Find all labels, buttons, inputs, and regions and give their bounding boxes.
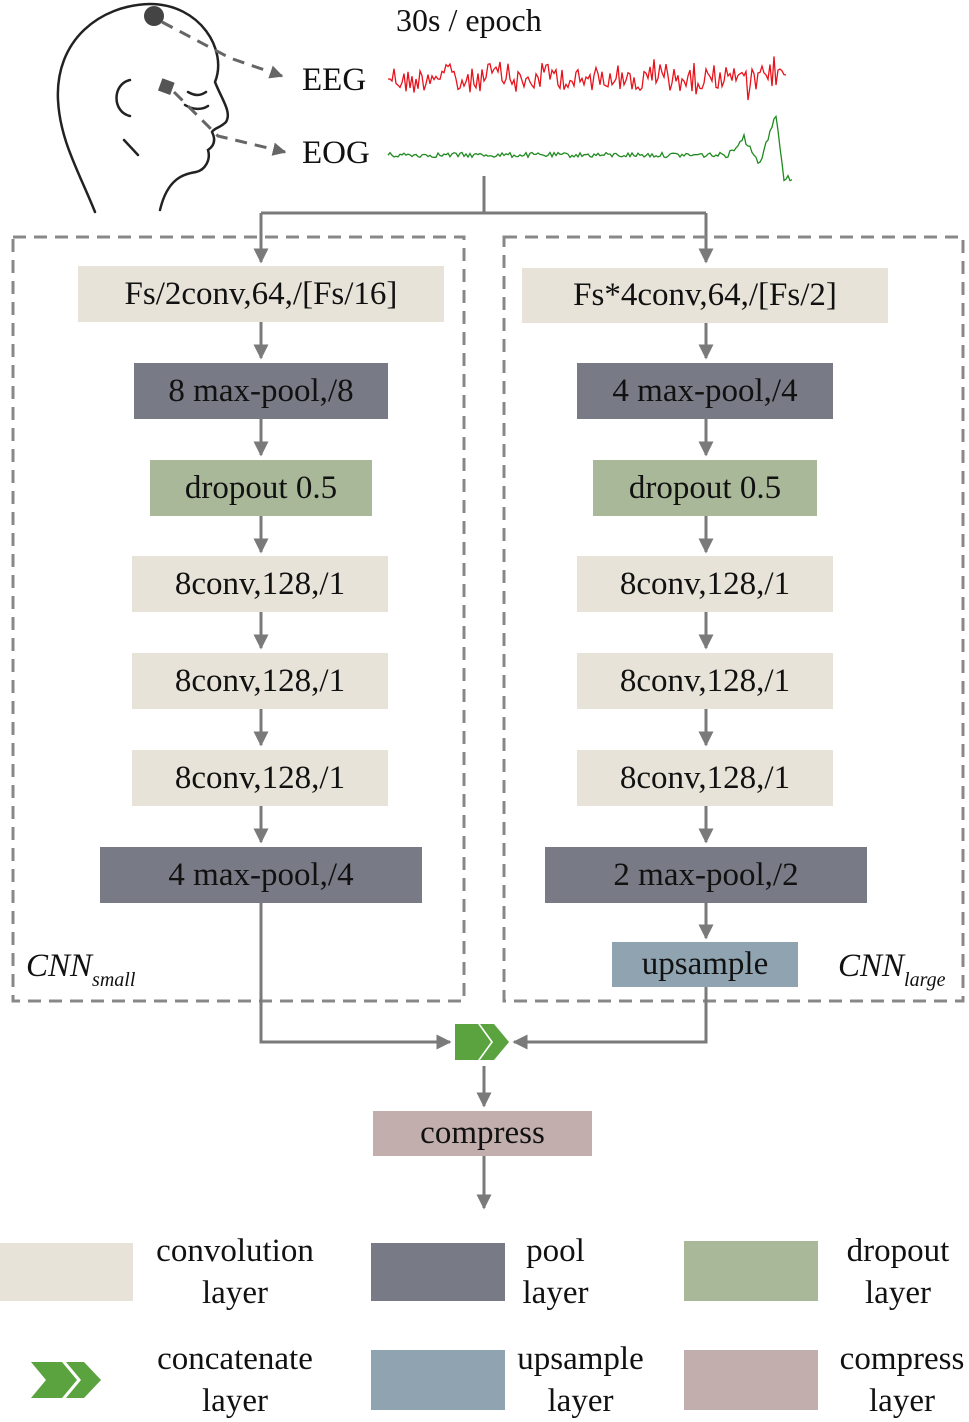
eeg-signal-trace [388,56,787,101]
concatenate-icon [455,1024,509,1060]
legend-compress-line2: layer [869,1383,935,1419]
legend-upsample-line2: layer [547,1383,614,1419]
legend-compress-swatch [684,1350,818,1410]
cnn-large-name: CNN [838,948,905,984]
compress-block: compress [373,1111,592,1156]
cnn-large-dropout-block: dropout 0.5 [593,460,817,516]
cnn-small-maxpool2-block: 4 max-pool,/4 [100,847,422,903]
eog-signal-trace [387,114,793,182]
cnn-large-maxpool2-block: 2 max-pool,/2 [545,847,867,903]
legend-pool-line1: pool [526,1233,585,1269]
cnn-large-upsample-block: upsample [612,942,798,987]
head-illustration [56,2,230,214]
legend-upsample-swatch [371,1350,505,1410]
cnn-small-subscript: small [92,969,136,991]
legend-pool-line2: layer [522,1275,589,1311]
cnn-large-conv4-block: 8conv,128,/1 [577,750,833,806]
legend-conv-line1: convolution [156,1233,314,1269]
cnn-large-frame [502,235,965,1003]
legend-dropout-line1: dropout [846,1233,950,1269]
eeg-lead-arrow [161,20,284,79]
eog-label: EOG [302,135,370,171]
merge-connector [259,903,708,1210]
legend-conv-line2: layer [202,1275,268,1311]
cnn-small-maxpool1-block: 8 max-pool,/8 [134,363,388,419]
legend-pool-swatch [371,1243,505,1301]
cnn-large-conv1-block: Fs*4conv,64,/[Fs/2] [522,268,888,323]
legend-dropout-text: dropout layer [838,1230,958,1314]
legend-pool-text: pool layer [508,1230,603,1314]
cnn-large-subscript: large [904,969,946,991]
cnn-small-conv3-block: 8conv,128,/1 [132,653,388,709]
legend-concatenate-swatch-icon [31,1362,101,1398]
legend-conv-swatch [0,1243,133,1301]
epoch-label: 30s / epoch [396,2,542,38]
cnn-small-label: CNNsmall [26,948,135,991]
cnn-large-conv3-block: 8conv,128,/1 [577,653,833,709]
cnn-large-conv2-block: 8conv,128,/1 [577,556,833,612]
cnn-large-maxpool1-block: 4 max-pool,/4 [577,363,833,419]
legend-conv-text: convolution layer [150,1230,320,1314]
legend-dropout-swatch [684,1241,818,1301]
legend-compress-line1: compress [839,1341,965,1377]
cnn-large-label: CNNlarge [838,948,946,991]
legend-compress-text: compress layer [836,1338,968,1422]
legend-dropout-line2: layer [865,1275,931,1311]
cnn-small-conv2-block: 8conv,128,/1 [132,556,388,612]
cnn-small-conv1-block: Fs/2conv,64,/[Fs/16] [78,266,444,322]
cnn-small-dropout-block: dropout 0.5 [150,460,372,516]
legend-upsample-line1: upsample [517,1341,644,1377]
legend-concatenate-line2: layer [202,1383,268,1419]
split-connector [253,176,714,264]
cnn-small-frame [11,235,466,1003]
eog-electrode [157,78,175,95]
eog-lead-arrow [172,90,287,156]
eeg-label: EEG [302,62,367,98]
legend-concatenate-line1: concatenate [157,1341,313,1377]
cnn-small-conv4-block: 8conv,128,/1 [132,750,388,806]
legend-concatenate-text: concatenate layer [150,1338,320,1422]
eeg-electrode [144,6,164,26]
cnn-small-name: CNN [26,948,93,984]
legend-upsample-text: upsample layer [508,1338,653,1422]
